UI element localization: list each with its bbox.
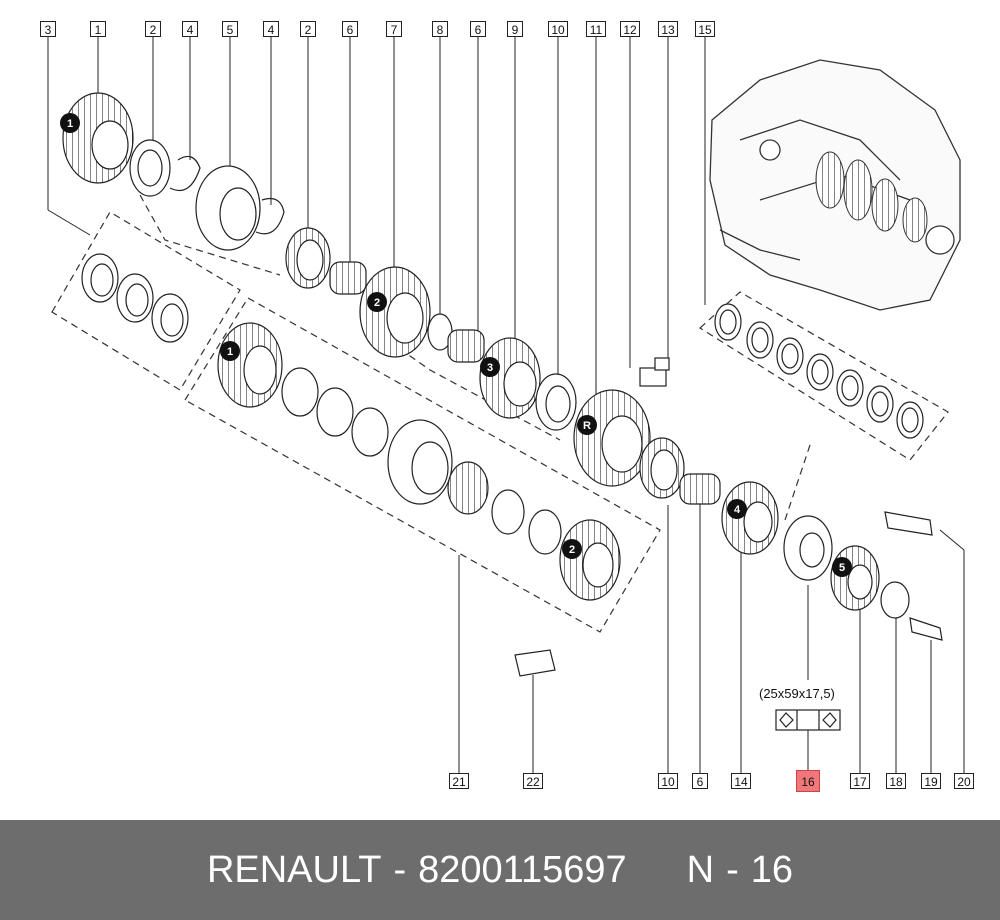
bearing-orientation-symbol bbox=[775, 709, 841, 731]
callout-13[interactable]: 13 bbox=[658, 21, 678, 37]
gear-marker-5: 5 bbox=[832, 557, 852, 577]
callout-18[interactable]: 18 bbox=[886, 773, 906, 789]
callout-20[interactable]: 20 bbox=[954, 773, 974, 789]
callout-2b[interactable]: 2 bbox=[300, 21, 316, 37]
callout-7[interactable]: 7 bbox=[386, 21, 402, 37]
footer-separator-2: - bbox=[726, 848, 739, 891]
callout-1[interactable]: 1 bbox=[90, 21, 106, 37]
gear-marker-2a: 2 bbox=[367, 292, 387, 312]
svg-text:2: 2 bbox=[374, 297, 380, 309]
callout-22[interactable]: 22 bbox=[523, 773, 543, 789]
leader-lines bbox=[47, 37, 965, 773]
svg-text:1: 1 bbox=[227, 346, 233, 358]
callout-3[interactable]: 3 bbox=[40, 21, 56, 37]
callout-19[interactable]: 19 bbox=[921, 773, 941, 789]
gear-marker-1b: 1 bbox=[220, 341, 240, 361]
footer-brand: RENAULT bbox=[206, 848, 382, 891]
callout-12[interactable]: 12 bbox=[620, 21, 640, 37]
callout-10b[interactable]: 10 bbox=[658, 773, 678, 789]
footer-ref-label: N bbox=[686, 848, 715, 891]
callout-8[interactable]: 8 bbox=[432, 21, 448, 37]
gear-marker-2b: 2 bbox=[562, 539, 582, 559]
svg-text:4: 4 bbox=[734, 504, 741, 516]
gear-marker-3: 3 bbox=[480, 357, 500, 377]
callout-14[interactable]: 14 bbox=[731, 773, 751, 789]
kit-21-parts bbox=[217, 322, 621, 601]
callout-11[interactable]: 11 bbox=[586, 21, 606, 37]
callout-2[interactable]: 2 bbox=[145, 21, 161, 37]
housing-gear-stack bbox=[815, 151, 928, 243]
callout-10[interactable]: 10 bbox=[548, 21, 568, 37]
callout-5[interactable]: 5 bbox=[222, 21, 238, 37]
svg-text:1: 1 bbox=[67, 118, 73, 130]
gear-marker-r: R bbox=[577, 415, 597, 435]
svg-text:3: 3 bbox=[487, 362, 493, 374]
gear-markers: 1 2 3 R 4 5 1 2 bbox=[60, 113, 852, 577]
svg-text:5: 5 bbox=[839, 562, 845, 574]
callout-9[interactable]: 9 bbox=[507, 21, 523, 37]
callout-16-highlighted[interactable]: 16 bbox=[796, 770, 820, 792]
callout-6[interactable]: 6 bbox=[342, 21, 358, 37]
gear-marker-1a: 1 bbox=[60, 113, 80, 133]
callout-6c[interactable]: 6 bbox=[692, 773, 708, 789]
svg-text:2: 2 bbox=[569, 544, 575, 556]
footer-bar: RENAULT - 8200115697 N - 16 bbox=[0, 820, 1000, 920]
exploded-gearbox-diagram: 1 2 3 R 4 5 1 2 bbox=[47, 37, 965, 773]
gear-marker-4: 4 bbox=[727, 499, 747, 519]
callout-6b[interactable]: 6 bbox=[470, 21, 486, 37]
footer-separator: - bbox=[393, 848, 407, 891]
shim-set bbox=[714, 303, 924, 439]
callout-21[interactable]: 21 bbox=[449, 773, 469, 789]
svg-text:R: R bbox=[583, 420, 591, 432]
bearing-dimension-label: (25x59x17,5) bbox=[759, 686, 835, 701]
callout-4b[interactable]: 4 bbox=[263, 21, 279, 37]
callout-15[interactable]: 15 bbox=[695, 21, 715, 37]
footer-part-number: 8200115697 bbox=[418, 848, 627, 891]
top-shaft-parts bbox=[62, 92, 943, 677]
synchro-ring-set bbox=[81, 253, 189, 343]
callout-17[interactable]: 17 bbox=[850, 773, 870, 789]
footer-ref-number: 16 bbox=[750, 848, 794, 891]
callout-4[interactable]: 4 bbox=[182, 21, 198, 37]
